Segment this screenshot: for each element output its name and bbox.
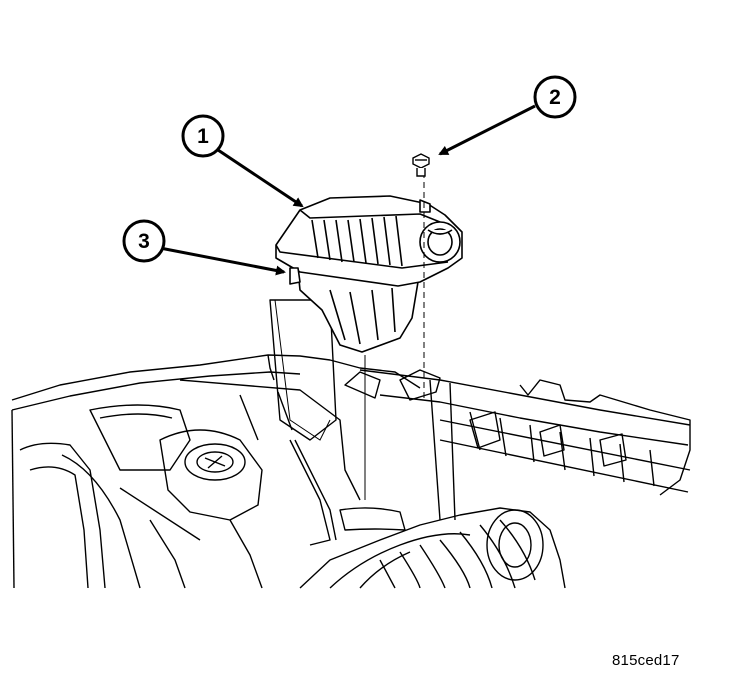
callout-1-number: 1 — [197, 125, 209, 148]
callout-2: 2 — [533, 75, 577, 119]
air-cleaner-housing — [275, 195, 463, 353]
figure-id: 815ced17 — [612, 652, 680, 669]
callout-1-leader — [217, 148, 304, 208]
mounting-bolt — [412, 153, 430, 177]
callout-3: 3 — [122, 219, 166, 263]
callout-3-number: 3 — [138, 230, 150, 253]
callout-1: 1 — [181, 114, 225, 158]
callout-leaders — [159, 104, 536, 276]
callout-2-leader — [438, 104, 536, 156]
callout-2-number: 2 — [549, 86, 561, 109]
callout-3-leader — [159, 246, 286, 276]
alignment-lines — [274, 172, 425, 500]
